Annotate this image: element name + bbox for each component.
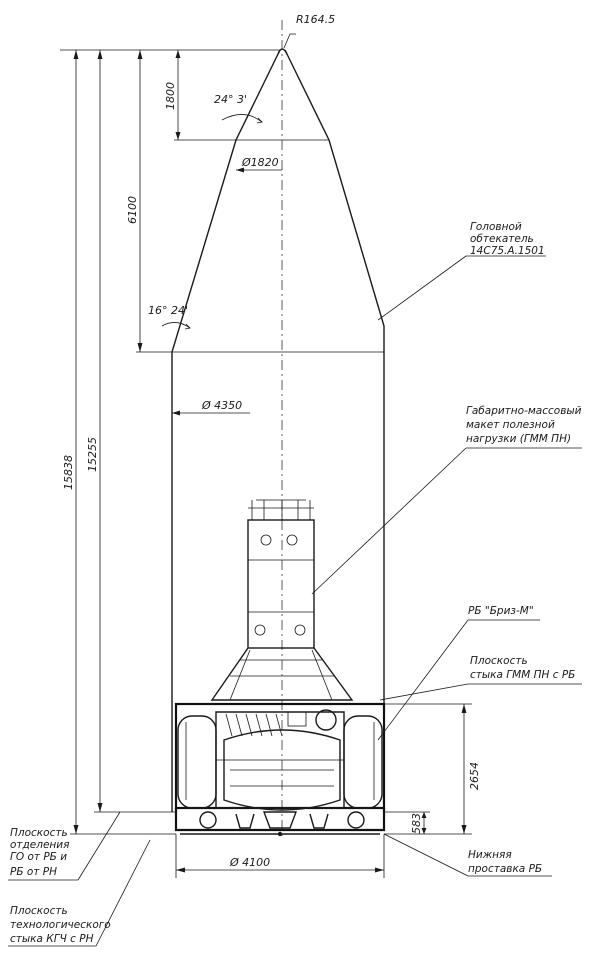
separation-plane-label: Плоскость отделения ГО от РБ и РБ от РН [10, 827, 69, 878]
svg-text:РБ "Бриз-М": РБ "Бриз-М" [468, 605, 534, 617]
svg-text:Головной: Головной [470, 221, 522, 233]
svg-text:Нижняя: Нижняя [468, 849, 512, 861]
payload-mockup [210, 499, 354, 701]
stage-height-label: 2654 [468, 762, 481, 790]
fairing-label: Головной обтекатель 14С75.А.1501 [470, 221, 545, 257]
svg-text:нагрузки (ГММ ПН): нагрузки (ГММ ПН) [466, 433, 571, 445]
svg-text:проставка РБ: проставка РБ [468, 863, 542, 875]
separation-height-label: 15255 [86, 437, 99, 472]
leader-lines [8, 255, 582, 947]
svg-text:Плоскость: Плоскость [10, 905, 68, 917]
svg-text:Габаритно-массовый: Габаритно-массовый [466, 405, 582, 417]
upper-stage-label: РБ "Бриз-М" [468, 605, 534, 617]
svg-text:стыка ГММ ПН с РБ: стыка ГММ ПН с РБ [470, 669, 575, 681]
fairing-outline [171, 48, 385, 812]
svg-text:макет полезной: макет полезной [466, 419, 555, 431]
nose-radius-label: R164.5 [296, 13, 335, 26]
cone-height-label: 6100 [126, 196, 139, 224]
fairing-diameter-label: Ø 4350 [201, 399, 242, 412]
interface-plane-label: Плоскость стыка ГММ ПН с РБ [470, 655, 575, 681]
lower-adapter-label: Нижняя проставка РБ [468, 849, 542, 875]
tech-interface-plane-label: Плоскость технологического стыка КГЧ с Р… [10, 905, 111, 945]
payload-mockup-label: Габаритно-массовый макет полезной нагруз… [466, 405, 582, 445]
nose-diameter-label: Ø1820 [241, 156, 279, 169]
base-diameter-label: Ø 4100 [229, 856, 270, 869]
nose-height-label: 1800 [164, 82, 177, 110]
nose-angle-label: 24° 3' [214, 93, 247, 106]
svg-text:ГО от РБ и: ГО от РБ и [10, 851, 67, 863]
angle-marks [161, 33, 296, 330]
lower-adapter [180, 811, 380, 837]
total-height-label: 15838 [62, 455, 75, 490]
cone-angle-label: 16° 24' [148, 304, 188, 317]
adapter-height-label: 583 [410, 813, 423, 834]
svg-text:14С75.А.1501: 14С75.А.1501 [470, 245, 545, 257]
diameter-dimensions [172, 167, 385, 878]
vertical-dimensions [60, 49, 472, 835]
svg-text:обтекатель: обтекатель [470, 233, 534, 245]
svg-text:Плоскость: Плоскость [470, 655, 528, 667]
upper-stage [174, 702, 386, 832]
svg-text:РБ от РН: РБ от РН [10, 866, 57, 878]
svg-text:отделения: отделения [10, 839, 69, 851]
svg-text:стыка КГЧ с РН: стыка КГЧ с РН [10, 933, 94, 945]
svg-text:Плоскость: Плоскость [10, 827, 68, 839]
svg-text:технологического: технологического [10, 919, 111, 931]
